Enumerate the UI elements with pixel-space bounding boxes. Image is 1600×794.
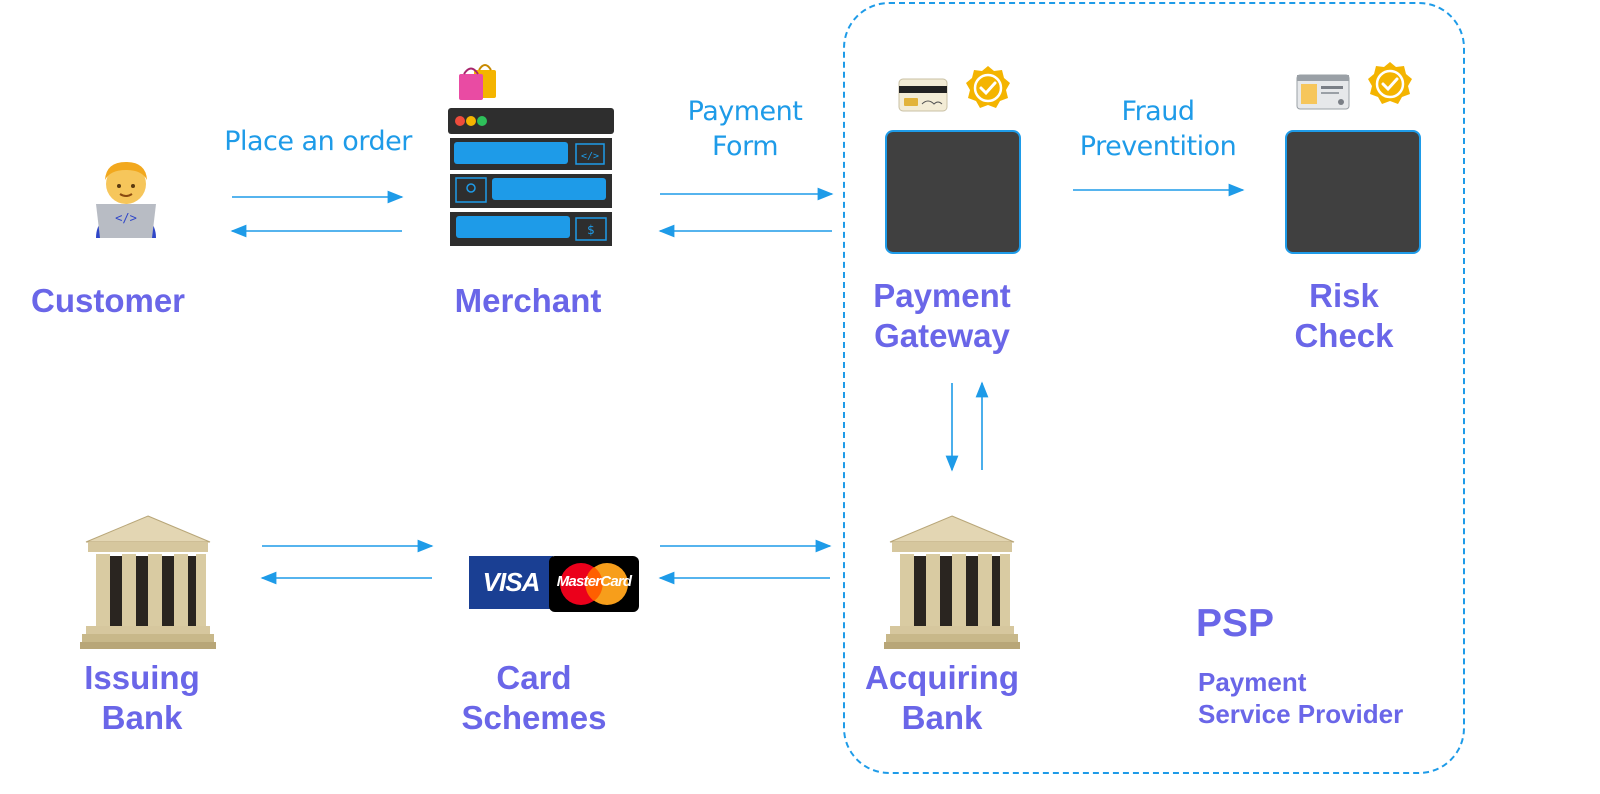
- svg-text:</>: </>: [581, 151, 599, 162]
- node-label-risk-check-line1: Risk: [1309, 277, 1379, 314]
- id-card-icon: [1296, 74, 1350, 110]
- mastercard-logo-text: MasterCard: [556, 573, 632, 590]
- node-label-payment-gateway: Payment Gateway: [842, 276, 1042, 356]
- node-label-payment-gateway-line2: Gateway: [874, 317, 1010, 354]
- node-label-risk-check: Risk Check: [1244, 276, 1444, 356]
- edge-label-fraud-prevention-line2: Preventition: [1079, 131, 1237, 162]
- credit-card-icon: [898, 78, 948, 112]
- edge-label-payment-form: Payment Form: [670, 94, 820, 164]
- customer-developer-icon: </>: [96, 162, 156, 238]
- node-label-acquiring-bank-line1: Acquiring: [865, 659, 1019, 696]
- node-label-card-schemes: Card Schemes: [434, 658, 634, 738]
- acquiring-bank-building-icon: [884, 515, 1020, 649]
- visa-logo: VISA: [469, 556, 553, 609]
- svg-text:$: $: [587, 223, 595, 237]
- node-label-merchant: Merchant: [454, 282, 602, 319]
- edge-label-place-order: Place an order: [224, 126, 412, 157]
- node-label-payment-gateway-line1: Payment: [873, 277, 1011, 314]
- node-label-card-schemes-line2: Schemes: [461, 699, 607, 736]
- risk-check-box: [1285, 130, 1421, 254]
- node-label-card-schemes-line1: Card: [496, 659, 572, 696]
- edge-label-fraud-prevention: Fraud Preventition: [1078, 94, 1238, 164]
- node-label-issuing-bank: Issuing Bank: [42, 658, 242, 738]
- psp-subtitle-line2: Service Provider: [1198, 699, 1404, 729]
- edge-label-payment-form-line1: Payment: [687, 96, 803, 127]
- node-label-acquiring-bank: Acquiring Bank: [842, 658, 1042, 738]
- issuing-bank-building-icon: [80, 515, 216, 649]
- shopping-bags-icon: [459, 64, 496, 100]
- gateway-verified-badge-icon: [966, 66, 1010, 108]
- node-label-issuing-bank-line2: Bank: [101, 699, 183, 736]
- node-label-acquiring-bank-line2: Bank: [901, 699, 983, 736]
- risk-verified-badge-icon: [1368, 62, 1412, 104]
- edge-label-payment-form-line2: Form: [711, 131, 779, 162]
- edge-label-fraud-prevention-line1: Fraud: [1121, 96, 1195, 127]
- psp-subtitle-line1: Payment: [1198, 667, 1307, 697]
- mastercard-logo: MasterCard: [549, 556, 639, 612]
- node-label-issuing-bank-line1: Issuing: [84, 659, 200, 696]
- psp-boundary: [843, 2, 1465, 774]
- psp-subtitle: Payment Service Provider: [1198, 666, 1403, 730]
- node-label-customer: Customer: [30, 282, 186, 319]
- mastercard-circles: [560, 563, 628, 605]
- psp-title: PSP: [1196, 602, 1275, 645]
- merchant-webpage-icon: </> $: [448, 108, 614, 246]
- svg-text:</>: </>: [115, 211, 137, 225]
- payment-gateway-box: [885, 130, 1021, 254]
- visa-logo-text: VISA: [482, 567, 541, 597]
- node-label-risk-check-line2: Check: [1294, 317, 1394, 354]
